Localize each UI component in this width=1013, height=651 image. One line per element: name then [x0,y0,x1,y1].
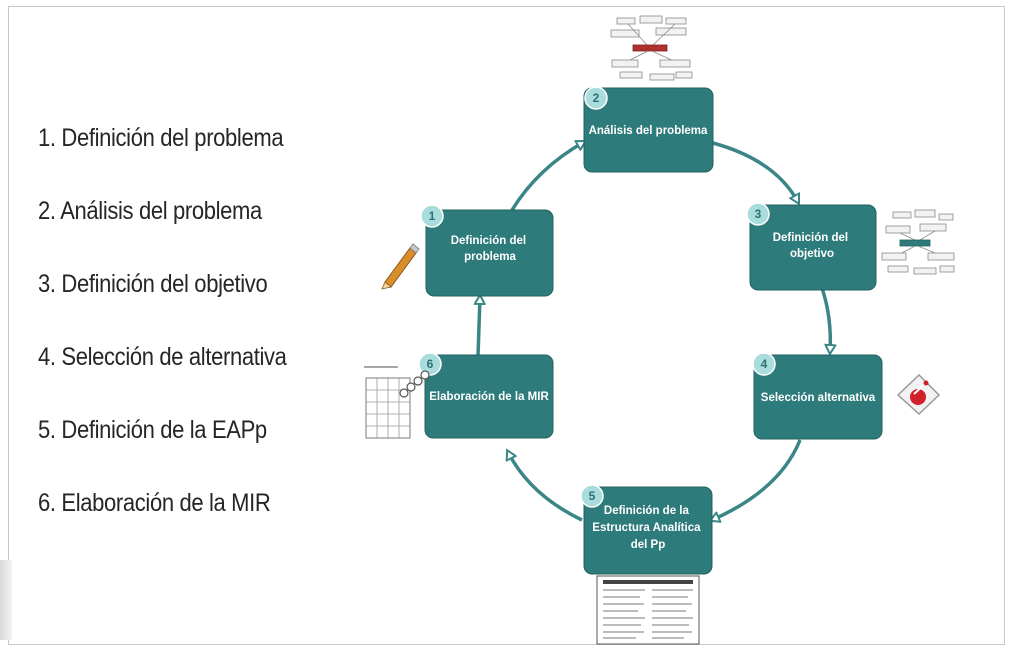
step-box [424,354,554,439]
step-label: Definición de la Estructura Analítica de… [592,505,703,551]
arrow-4-to-5 [712,439,802,520]
list-item: 2. Análisis del problema [38,197,262,225]
step-number: 3 [755,207,762,221]
objective-tree-icon [881,209,955,275]
step-number: 6 [427,357,434,371]
step-box [583,87,714,173]
left-shade [0,560,12,640]
step-box [753,354,883,440]
list-item: 5. Definición de la EAPp [38,416,267,444]
eap-document-icon [596,575,700,645]
step-number: 5 [589,489,596,503]
step-box [749,204,877,291]
cycle-arrows [478,142,830,520]
list-item: 4. Selección de alternativa [38,343,287,371]
step-box [583,486,713,575]
mir-table-icon [364,366,430,439]
step-label: Definición del problema [451,235,530,263]
step-box [425,209,554,297]
step-badge [752,352,776,376]
step-number: 1 [429,209,436,223]
step-4: Selección alternativa 4 [752,352,883,440]
list-item: 3. Definición del objetivo [38,270,268,298]
step-6: Elaboración de la MIR 6 [418,352,554,439]
arrow-1-to-2 [510,142,584,211]
step-2: Análisis del problema 2 [583,86,714,173]
step-number: 4 [761,357,768,371]
step-badge [420,204,444,228]
arrow-2-to-3 [712,141,798,202]
step-badge [580,484,604,508]
slide-frame [8,6,1005,645]
step-badge [746,202,770,226]
step-1: Definición del problema 1 [420,204,554,297]
arrow-5-to-6 [508,452,583,522]
step-5: Definición de la Estructura Analítica de… [580,484,713,575]
list-item: 1. Definición del problema [38,124,284,152]
step-label: Análisis del problema [589,125,708,137]
list-item: 6. Elaboración de la MIR [38,489,271,517]
step-3: Definición del objetivo 3 [746,202,877,291]
pencil-icon [381,243,420,290]
step-number: 2 [593,91,600,105]
arrow-3-to-4 [820,287,830,352]
step-label: Selección alternativa [761,392,876,404]
steps-list: 1. Definición del problema 2. Análisis d… [38,118,320,556]
step-badge [584,86,608,110]
arrow-6-to-1 [478,297,480,357]
step-label: Elaboración de la MIR [429,391,549,403]
step-label: Definición del objetivo [773,232,852,260]
problem-tree-icon [610,15,693,81]
step-badge [418,352,442,376]
selection-diamond-icon [896,373,941,416]
